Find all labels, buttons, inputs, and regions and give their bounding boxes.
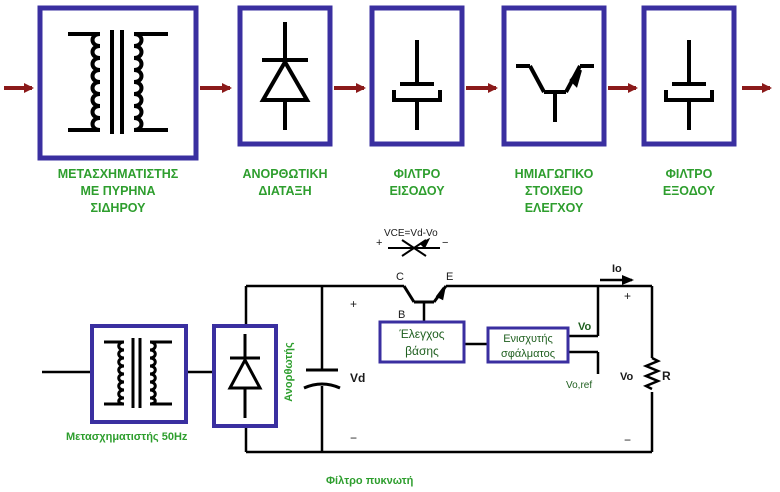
- label-rectifier-1: ΑΝΟΡΘΩΤΙΚΗ: [242, 167, 327, 181]
- label-rectifier-2: ΔΙΑΤΑΞΗ: [258, 184, 311, 198]
- block-rectifier: [237, 5, 333, 147]
- plus-cap: +: [350, 297, 357, 311]
- block-output-filter: [641, 5, 737, 147]
- diode-icon: [227, 334, 263, 418]
- vo-label: Vo: [578, 321, 592, 333]
- transformer-icon: [104, 338, 172, 408]
- block-input-filter: [369, 5, 465, 147]
- diode-icon: [259, 22, 311, 130]
- label-semiconductor-3: ΕΛΕΓΧΟΥ: [525, 201, 584, 215]
- base-control-line2: βάσης: [405, 344, 439, 358]
- transistor-icon: [402, 285, 448, 304]
- label-output-filter-2: ΕΞΟΔΟΥ: [663, 184, 716, 198]
- collector-label: C: [396, 271, 404, 283]
- base-control-block: Έλεγχος βάσης: [378, 320, 466, 364]
- vce-label: VCE=Vd-Vo: [384, 228, 438, 239]
- base-control-line1: Έλεγχος: [398, 327, 444, 341]
- label-semiconductor-2: ΣΤΟΙΧΕΙΟ: [525, 184, 583, 198]
- label-output-filter-1: ΦΙΛΤΡΟ: [666, 167, 713, 181]
- vo-r-label: Vo: [620, 371, 634, 383]
- io-label: Io: [612, 263, 622, 275]
- minus-out: −: [624, 433, 631, 447]
- label-input-filter-2: ΕΙΣΟΔΟΥ: [389, 184, 445, 198]
- error-amp-line2: σφάλματος: [501, 348, 555, 360]
- circuit-wires: [42, 284, 654, 454]
- capacitor-filter-label: Φίλτρο πυκνωτή: [326, 475, 414, 487]
- base-label: B: [398, 309, 405, 321]
- resistor-icon: [642, 356, 662, 391]
- transformer-50hz-label: Μετασχηματιστής 50Hz: [66, 431, 188, 443]
- transistor-icon: [516, 64, 594, 122]
- vce-minus: −: [442, 237, 448, 249]
- block-semiconductor: [501, 5, 607, 147]
- error-amp-line1: Ενισχυτής: [503, 333, 553, 345]
- circuit-transformer: [90, 324, 188, 424]
- vo-ref-label: Vo,ref: [566, 380, 592, 391]
- label-transformer-2: ΜΕ ΠΥΡΗΝΑ: [80, 184, 155, 198]
- block-transformer: [37, 5, 199, 161]
- vce-plus: +: [376, 237, 382, 249]
- circuit-rectifier: [212, 324, 278, 428]
- vce-indicator: [388, 237, 440, 257]
- r-label: R: [662, 369, 671, 383]
- error-amp-block: Ενισχυτής σφάλματος: [486, 326, 570, 364]
- emitter-label: E: [446, 271, 453, 283]
- label-semiconductor-1: ΗΜΙΑΓΩΓΙΚΟ: [515, 167, 594, 181]
- label-input-filter-1: ΦΙΛΤΡΟ: [394, 167, 441, 181]
- capacitor-icon: [664, 40, 714, 130]
- plus-out: +: [624, 289, 631, 303]
- rectifier-label: Ανορθωτής: [283, 342, 295, 402]
- capacitor-icon: [392, 40, 442, 130]
- vd-label: Vd: [350, 371, 365, 385]
- label-transformer-3: ΣΙΔΗΡΟΥ: [90, 201, 146, 215]
- minus-cap: −: [350, 431, 357, 445]
- block-labels: ΜΕΤΑΣΧΗΜΑΤΙΣΤΗΣ ΜΕ ΠΥΡΗΝΑ ΣΙΔΗΡΟΥ ΑΝΟΡΘΩ…: [58, 167, 716, 215]
- transformer-icon: [68, 30, 168, 134]
- label-transformer-1: ΜΕΤΑΣΧΗΜΑΤΙΣΤΗΣ: [58, 167, 179, 181]
- capacitor-icon: [303, 368, 341, 390]
